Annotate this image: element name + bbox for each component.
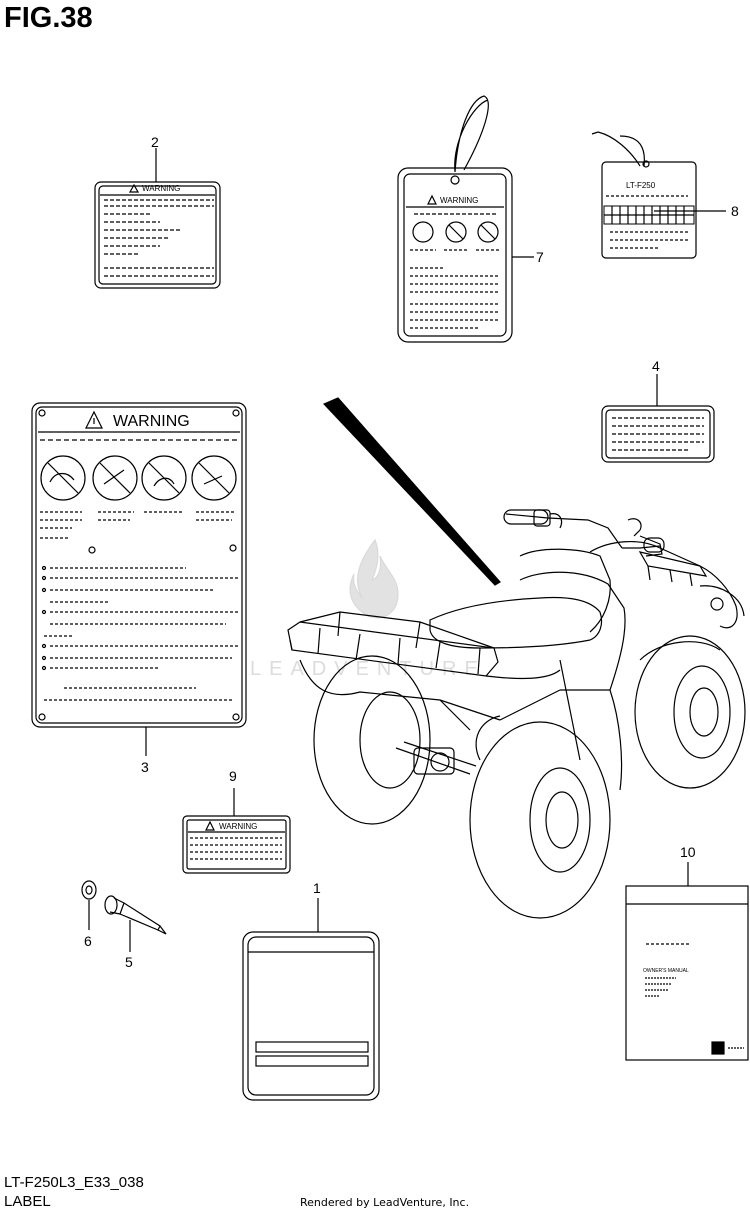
part-7-warning-text: WARNING <box>440 196 478 205</box>
diagram-name: LABEL <box>4 1193 51 1210</box>
callout-7: 7 <box>536 249 544 265</box>
callout-9: 9 <box>229 768 237 784</box>
diagram-code: LT-F250L3_E33_038 <box>4 1174 144 1191</box>
part-7-hang-tag: WARNING 7 <box>397 95 544 343</box>
callout-4: 4 <box>652 358 660 374</box>
callout-10: 10 <box>680 844 696 860</box>
pointer-wedge <box>322 397 501 586</box>
render-credit: Rendered by LeadVenture, Inc. <box>300 1196 470 1209</box>
callout-6: 6 <box>84 933 92 949</box>
part-9-warning-text: WARNING <box>219 822 257 831</box>
part-9-warning-label: WARNING 9 <box>182 768 291 874</box>
part-6-washer: 6 <box>81 880 97 949</box>
part-2-warning-label: WARNING 2 <box>94 134 221 289</box>
callout-1: 1 <box>313 880 321 896</box>
flame-logo-icon <box>349 538 399 619</box>
part-2-warning-text: WARNING <box>142 184 180 193</box>
callout-3: 3 <box>141 759 149 775</box>
atv-drawing <box>287 397 746 919</box>
watermark-text: LEADVENTURE <box>250 658 486 680</box>
watermark: LEADVENTURE <box>250 538 486 680</box>
part-3-warning-label: WARNING <box>31 402 247 775</box>
part-1-label: 1 <box>242 880 380 1101</box>
part-10-manual-title: OWNER'S MANUAL <box>643 968 689 974</box>
part-3-warning-text: WARNING <box>113 413 190 430</box>
callout-5: 5 <box>125 954 133 970</box>
part-4-label: 4 <box>601 358 715 463</box>
callout-8: 8 <box>731 203 739 219</box>
part-8-model-text: LT-F250 <box>626 181 656 190</box>
part-10-owners-manual: OWNER'S MANUAL 10 <box>625 844 749 1061</box>
part-5-rivet: 5 <box>104 895 167 970</box>
part-8-model-tag: LT-F250 8 <box>591 131 739 259</box>
callout-2: 2 <box>151 134 159 150</box>
figure-title: FIG.38 <box>4 2 93 34</box>
